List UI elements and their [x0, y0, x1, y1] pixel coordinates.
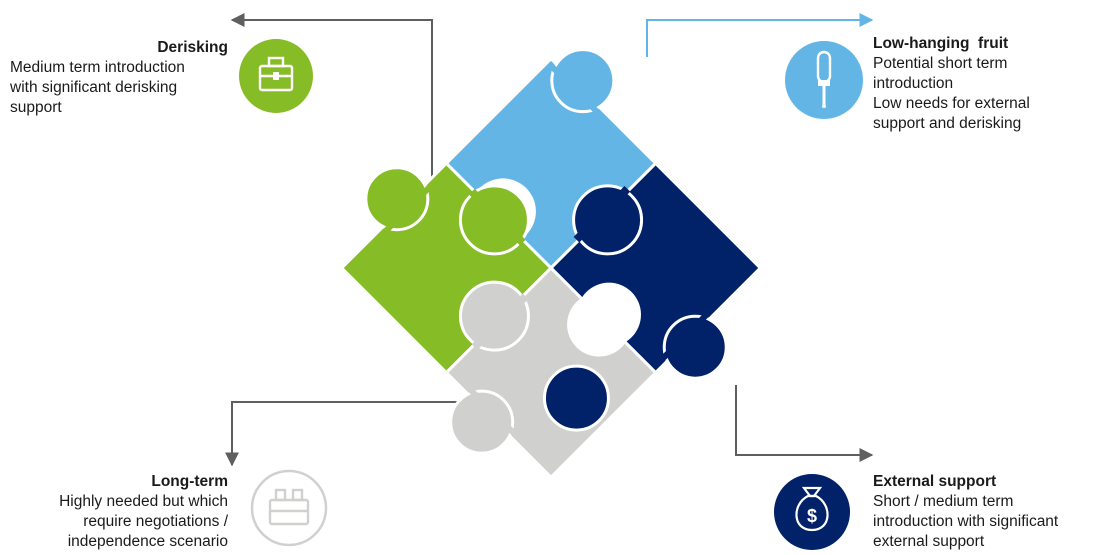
derisking-line: Medium term introduction — [10, 59, 185, 76]
external-support-line: external support — [873, 533, 985, 550]
external-support-line: introduction with significant — [873, 513, 1059, 530]
external-support-line: Short / medium term — [873, 493, 1014, 510]
long-term-line: Highly needed but which — [59, 493, 228, 510]
connector-low-hanging — [646, 13, 874, 57]
toolbox-icon — [239, 39, 313, 113]
derisking-line: support — [10, 99, 62, 116]
low-hanging-title: Low-hanging fruit — [873, 35, 1009, 52]
external-support-title: External support — [873, 473, 997, 490]
long-term-line: independence scenario — [67, 533, 228, 550]
derisking-block: Derisking Medium term introduction with … — [0, 38, 228, 118]
connector-derisking — [230, 13, 433, 178]
screwdriver-icon — [785, 41, 863, 119]
svg-text:$: $ — [807, 506, 817, 526]
low-hanging-block: Low-hanging fruit Potential short term i… — [873, 34, 1098, 134]
derisking-title: Derisking — [157, 39, 228, 56]
toolbox-outline-icon — [250, 469, 328, 547]
long-term-block: Long-term Highly needed but which requir… — [0, 472, 228, 552]
long-term-line: require negotiations / — [83, 513, 228, 530]
long-term-title: Long-term — [151, 473, 228, 490]
puzzle-piece-gray — [444, 265, 658, 480]
derisking-line: with significant derisking — [10, 79, 178, 96]
money-bag-icon: $ — [774, 474, 850, 550]
connector-long-term — [225, 401, 472, 467]
connector-external-support — [735, 385, 874, 462]
external-support-block: External support Short / medium term int… — [873, 472, 1098, 552]
low-hanging-line: introduction — [873, 75, 954, 92]
low-hanging-line: support and derisking — [873, 115, 1022, 132]
low-hanging-line: Low needs for external — [873, 95, 1030, 112]
low-hanging-line: Potential short term — [873, 55, 1008, 72]
